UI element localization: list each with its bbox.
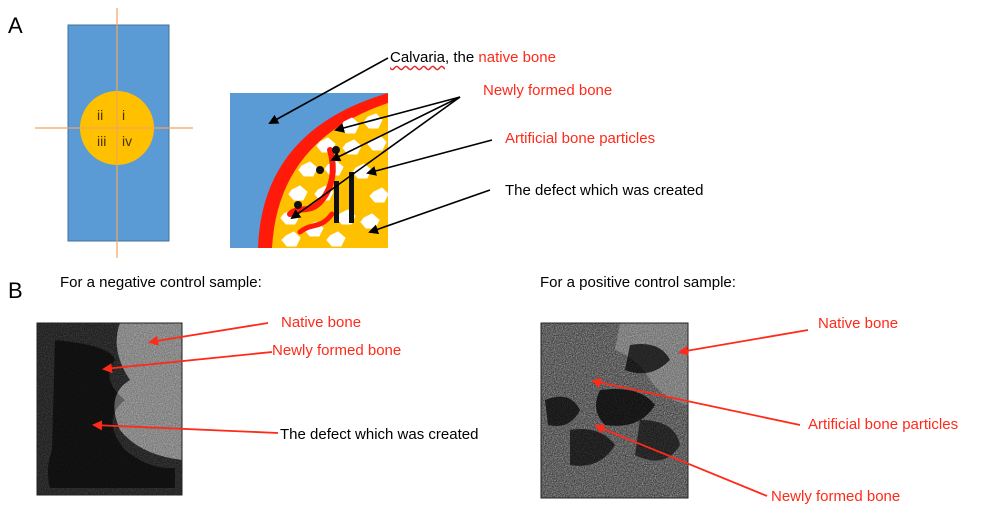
calvaria-mid: , the <box>445 49 478 66</box>
negative-newly-formed-bone-label: Newly formed bone <box>272 342 401 360</box>
quadrant-ii-label: ii <box>97 107 103 123</box>
quadrant-iv-label: iv <box>122 133 132 149</box>
negative-native-bone-label: Native bone <box>281 314 361 332</box>
artificial-bone-particles-label-a: Artificial bone particles <box>505 130 655 148</box>
negative-defect-label: The defect which was created <box>280 426 478 444</box>
positive-control-title: For a positive control sample: <box>540 274 736 292</box>
panel-b-arrows <box>94 323 808 496</box>
quadrant-iii-label: iii <box>97 133 106 149</box>
newly-formed-bone-label-a: Newly formed bone <box>483 82 612 100</box>
calvaria-label: Calvaria, the native bone <box>390 49 556 67</box>
negative-control-title: For a negative control sample: <box>60 274 262 292</box>
negative-micrograph <box>37 323 182 495</box>
positive-artificial-bone-particles-label: Artificial bone particles <box>808 416 958 434</box>
sample-rectangle-diagram <box>35 8 193 258</box>
positive-native-bone-label: Native bone <box>818 315 898 333</box>
positive-micrograph <box>541 323 688 498</box>
quadrant-i-label: i <box>122 107 125 123</box>
calvaria-native-bone: native bone <box>478 49 556 66</box>
defect-quadrant-diagram <box>230 93 388 248</box>
calvaria-word: Calvaria <box>390 49 445 66</box>
defect-label-a: The defect which was created <box>505 182 703 200</box>
positive-newly-formed-bone-label: Newly formed bone <box>771 488 900 506</box>
